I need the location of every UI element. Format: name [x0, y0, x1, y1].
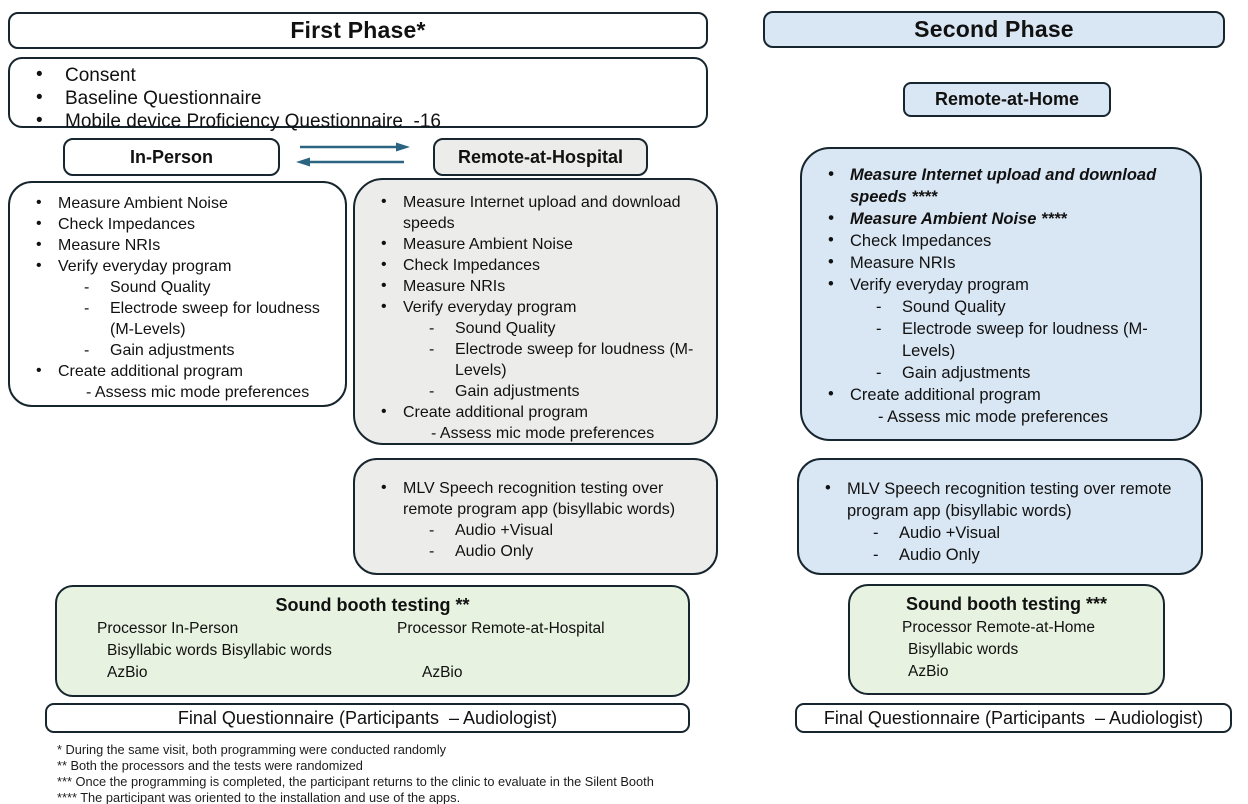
sound-booth-cell: Bisyllabic words Bisyllabic words — [107, 642, 332, 659]
task-subitem: Electrode sweep for loudness (M-Levels) — [10, 298, 345, 340]
task-subitem: Gain adjustments — [10, 340, 345, 361]
remote-at-home-label: Remote-at-Home — [903, 82, 1111, 117]
task-item: Measure Internet upload and download spe… — [355, 191, 716, 234]
task-subitem: Assess mic mode preferences — [10, 382, 345, 403]
sound-booth-second-phase-box: Sound booth testing *** Processor Remote… — [848, 584, 1165, 695]
task-subitem: Gain adjustments — [355, 381, 716, 402]
arrow-right-icon — [396, 142, 410, 152]
mlv-testing-home-box: MLV Speech recognition testing over remo… — [797, 458, 1203, 575]
footnote: ** Both the processors and the tests wer… — [57, 758, 363, 773]
first-phase-header: First Phase* — [8, 12, 708, 49]
sound-booth-cell: Processor Remote-at-Home — [902, 619, 1095, 636]
task-item: Verify everyday program — [355, 296, 716, 318]
final-questionnaire-first-phase: Final Questionnaire (Participants – Audi… — [45, 703, 690, 733]
footnote: *** Once the programming is completed, t… — [57, 774, 654, 789]
task-subitem: Electrode sweep for loudness (M-Levels) — [802, 318, 1200, 362]
first-phase-intake-box: Consent Baseline Questionnaire Mobile de… — [8, 57, 708, 132]
intake-item: Mobile device Proficiency Questionnaire … — [10, 109, 706, 133]
task-item: Create additional program — [10, 360, 345, 382]
task-subitem: Gain adjustments — [802, 362, 1200, 384]
task-item: MLV Speech recognition testing over remo… — [799, 477, 1201, 522]
task-item: Measure NRIs — [355, 275, 716, 297]
sound-booth-cell: Processor In-Person — [97, 620, 239, 637]
intake-item: Consent — [10, 63, 706, 87]
task-item: Verify everyday program — [802, 273, 1200, 296]
task-item: Measure Ambient Noise — [10, 192, 345, 214]
arrow-left-icon — [296, 157, 310, 167]
sound-booth-title: Sound booth testing *** — [906, 594, 1107, 614]
footnote: * During the same visit, both programmin… — [57, 742, 447, 757]
task-subitem: Sound Quality — [10, 277, 345, 298]
mlv-testing-hospital-box: MLV Speech recognition testing over remo… — [353, 458, 718, 575]
intake-item: Baseline Questionnaire — [10, 86, 706, 110]
task-item: Create additional program — [355, 401, 716, 423]
remote-at-home-tasks-box: Measure Internet upload and download spe… — [800, 147, 1202, 441]
task-item: Check Impedances — [10, 213, 345, 235]
footnote: **** The participant was oriented to the… — [57, 790, 461, 804]
task-item: Create additional program — [802, 383, 1200, 406]
task-subitem: Audio +Visual — [799, 522, 1201, 544]
sound-booth-cell: AzBio — [107, 664, 148, 681]
task-item: Check Impedances — [355, 254, 716, 276]
task-subitem: Audio Only — [799, 544, 1201, 566]
task-item: Measure Ambient Noise **** — [802, 207, 1200, 230]
swap-arrows-icon — [296, 142, 410, 167]
task-item: Measure Internet upload and download spe… — [802, 163, 1200, 208]
in-person-label: In-Person — [63, 138, 280, 176]
second-phase-header: Second Phase — [763, 11, 1225, 48]
task-item: Check Impedances — [802, 229, 1200, 252]
sound-booth-title: Sound booth testing ** — [275, 595, 470, 615]
task-subitem: Audio +Visual — [355, 520, 716, 541]
footnotes: * During the same visit, both programmin… — [57, 742, 654, 804]
task-subitem: Electrode sweep for loudness (M-Levels) — [355, 339, 716, 381]
task-subitem: Audio Only — [355, 541, 716, 562]
sound-booth-cell: Bisyllabic words — [908, 641, 1019, 658]
task-item: Verify everyday program — [10, 255, 345, 277]
task-subitem: Sound Quality — [355, 318, 716, 339]
remote-at-hospital-tasks-box: Measure Internet upload and download spe… — [353, 178, 718, 445]
task-subitem: Sound Quality — [802, 296, 1200, 318]
sound-booth-cell: AzBio — [422, 664, 463, 681]
in-person-tasks-box: Measure Ambient Noise Check Impedances M… — [8, 181, 347, 407]
task-subitem: Assess mic mode preferences — [802, 406, 1200, 428]
final-questionnaire-second-phase: Final Questionnaire (Participants – Audi… — [795, 703, 1232, 733]
task-item: Measure Ambient Noise — [355, 233, 716, 255]
sound-booth-cell: AzBio — [908, 663, 949, 680]
task-item: Measure NRIs — [10, 234, 345, 256]
sound-booth-first-phase-box: Sound booth testing ** Processor In-Pers… — [55, 585, 690, 697]
sound-booth-cell: Processor Remote-at-Hospital — [397, 620, 605, 637]
task-item: Measure NRIs — [802, 251, 1200, 274]
task-item: MLV Speech recognition testing over remo… — [355, 477, 716, 520]
task-subitem: Assess mic mode preferences — [355, 423, 716, 444]
remote-at-hospital-label: Remote-at-Hospital — [433, 138, 648, 176]
